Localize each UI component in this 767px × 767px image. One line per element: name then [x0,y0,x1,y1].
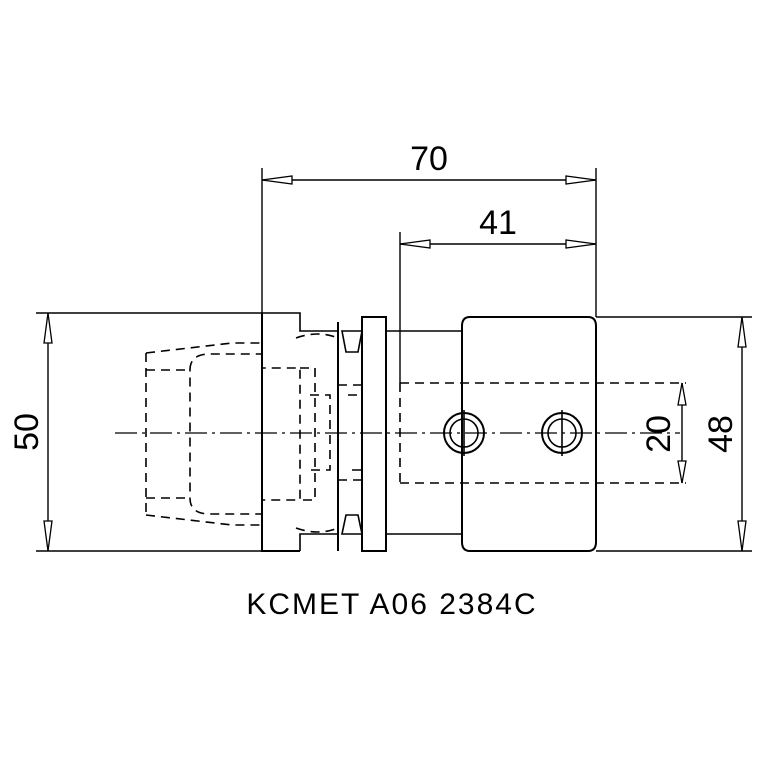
dimension-20: 20 [640,382,687,484]
part-number: KCMET A06 2384C [246,588,537,621]
front-body [461,316,752,552]
cross-hole-icon [541,410,583,456]
dim-label-20: 20 [640,415,678,453]
cross-hole-icon [443,410,485,456]
dim-label-41: 41 [479,204,517,242]
dim-label-70: 70 [410,140,448,178]
hidden-features [145,330,686,535]
dim-label-50: 50 [8,413,46,451]
dimension-41: 41 [399,204,597,383]
dimension-50: 50 [8,312,262,552]
dim-label-48: 48 [702,415,740,453]
dimension-48: 48 [702,316,747,552]
dimension-70: 70 [261,140,597,317]
